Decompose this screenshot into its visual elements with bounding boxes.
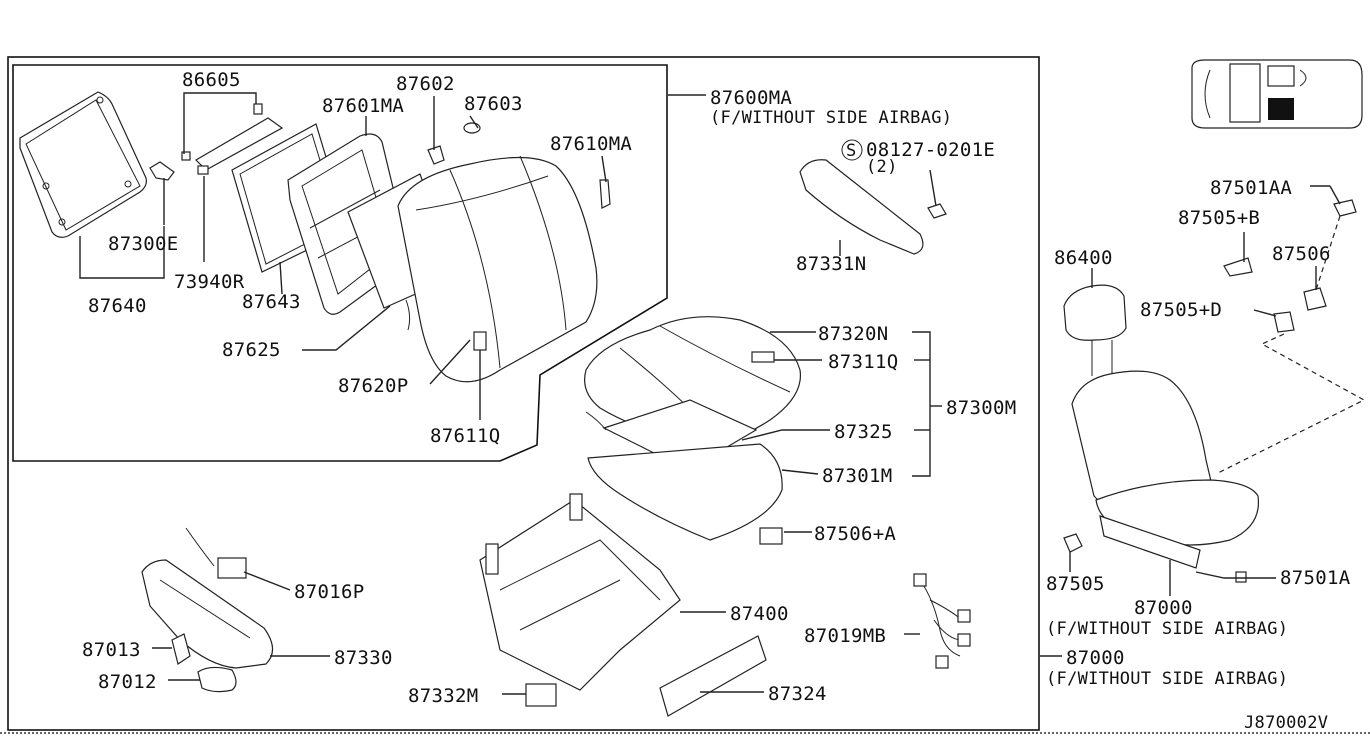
part-87501AA-bolt <box>1333 199 1357 217</box>
label-87300E: 87300E <box>108 233 178 255</box>
part-87332M-connector <box>525 683 557 707</box>
label-87506A: 87506+A <box>814 523 896 545</box>
part-87301M-pan <box>587 443 783 541</box>
label-87600MA: 87600MA <box>710 87 792 109</box>
label-87620P: 87620P <box>338 375 408 397</box>
label-87600MA-note: (F/WITHOUT SIDE AIRBAG) <box>710 108 952 128</box>
part-87610MA-hook <box>599 179 611 209</box>
standard-part-s-icon <box>841 139 863 161</box>
complete-seat-87000 <box>1063 284 1260 583</box>
part-87013-knob <box>171 633 191 665</box>
label-87000-b-note: (F/WITHOUT SIDE AIRBAG) <box>1046 669 1288 689</box>
label-87603: 87603 <box>464 93 523 115</box>
label-87016P: 87016P <box>294 581 364 603</box>
label-87640: 87640 <box>88 295 147 317</box>
part-87611Q-tag <box>473 331 487 351</box>
part-87016P-switch <box>217 557 247 579</box>
label-86400: 86400 <box>1054 247 1113 269</box>
label-87301M: 87301M <box>822 465 892 487</box>
label-87506: 87506 <box>1272 243 1331 265</box>
diagram-code: J870002V <box>1244 713 1328 733</box>
part-87505B-clip <box>1223 257 1253 277</box>
part-87640-back-board <box>19 91 147 238</box>
label-87601MA: 87601MA <box>322 95 404 117</box>
label-87013: 87013 <box>82 639 141 661</box>
labels: 86605 87602 87601MA 87603 87600MA (F/WIT… <box>82 69 1351 733</box>
seat-dashed-leader <box>1215 333 1366 475</box>
label-87000-a: 87000 <box>1134 597 1193 619</box>
label-87012: 87012 <box>98 671 157 693</box>
part-87330-side-cover <box>141 559 274 669</box>
part-87311Q-tag <box>751 351 775 363</box>
label-87320N: 87320N <box>818 323 888 345</box>
label-87505B: 87505+B <box>1178 207 1260 229</box>
part-08127-bolt <box>927 203 947 219</box>
main-frame <box>7 56 1040 731</box>
label-87325: 87325 <box>834 421 893 443</box>
cushion-wire <box>585 411 607 431</box>
part-87506A-bracket <box>759 527 783 545</box>
label-87330: 87330 <box>334 647 393 669</box>
label-87643: 87643 <box>242 291 301 313</box>
label-08127: 08127-0201E <box>866 139 995 161</box>
label-87300M: 87300M <box>946 397 1016 419</box>
part-87324-rail-cover <box>659 635 767 717</box>
part-73940R-clip <box>197 165 209 175</box>
part-87625-wire <box>405 299 411 331</box>
part-87331N-cover <box>799 159 924 255</box>
label-87311Q: 87311Q <box>828 351 898 373</box>
label-86605: 86605 <box>182 69 241 91</box>
label-87000-a-note: (F/WITHOUT SIDE AIRBAG) <box>1046 619 1288 639</box>
part-87016P-harness <box>185 527 215 567</box>
label-87000-b: 87000 <box>1066 647 1125 669</box>
label-73940R: 73940R <box>174 271 245 293</box>
label-87331N: 87331N <box>796 253 866 275</box>
label-08127-s: S <box>846 141 857 161</box>
part-86605-bracket <box>181 103 284 171</box>
label-87611Q: 87611Q <box>430 425 500 447</box>
part-87019MB-harness <box>913 573 971 669</box>
label-08127-qty: (2) <box>866 157 898 177</box>
label-87505D: 87505+D <box>1140 299 1222 321</box>
label-87332M: 87332M <box>408 685 478 707</box>
label-87324: 87324 <box>768 683 827 705</box>
label-87610MA: 87610MA <box>550 133 632 155</box>
part-87506-bracket <box>1303 287 1327 311</box>
part-87300E-clip <box>149 161 175 181</box>
bolt-dashed-leader <box>1315 215 1341 291</box>
leader-lines <box>79 92 1341 695</box>
part-87602-clip <box>427 145 445 165</box>
part-87012-knob <box>197 666 237 693</box>
part-87505D-clip <box>1273 311 1295 333</box>
label-87625: 87625 <box>222 339 281 361</box>
label-87501AA: 87501AA <box>1210 177 1292 199</box>
part-87400-seat-frame <box>479 493 681 691</box>
label-87019MB: 87019MB <box>804 625 886 647</box>
label-87501A: 87501A <box>1280 567 1351 589</box>
label-87505: 87505 <box>1046 573 1105 595</box>
label-87400: 87400 <box>730 603 789 625</box>
part-87620P-back-trim <box>397 155 598 383</box>
label-87602: 87602 <box>396 73 455 95</box>
car-locator-icon <box>1191 59 1363 129</box>
seatback-subframe <box>12 64 668 462</box>
